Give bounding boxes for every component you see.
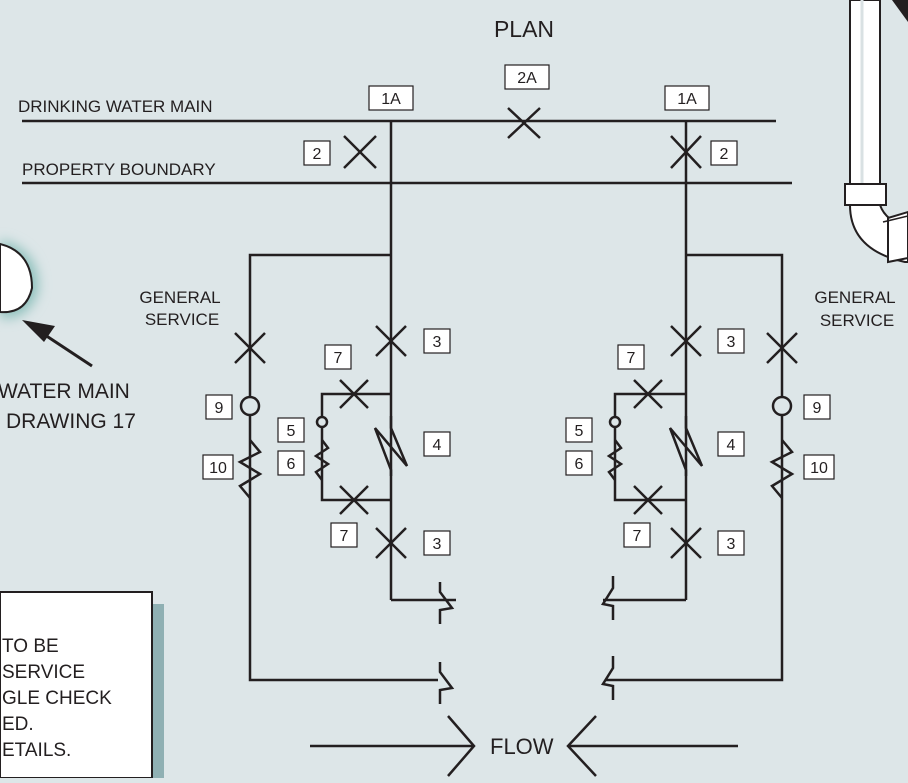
check-6-right [606, 439, 624, 481]
flow-arrows [310, 715, 738, 777]
test-cock-5-left [315, 415, 329, 429]
tag-10-left: 10 [209, 460, 227, 477]
tag-7-left-top: 7 [334, 350, 343, 367]
tag-5-right: 5 [575, 423, 584, 440]
tag-6-right: 6 [575, 456, 584, 473]
valve-7-left-bottom [339, 485, 369, 515]
tag-10-right: 10 [810, 460, 828, 477]
tag-3-right-bottom: 3 [727, 536, 736, 553]
tag-3-left-top: 3 [433, 334, 442, 351]
tag-1A-left: 1A [381, 91, 401, 108]
check-10-right [769, 439, 795, 499]
valve-7-right-bottom [633, 485, 663, 515]
tag-7-right-bottom: 7 [633, 528, 642, 545]
tag-3-right-top: 3 [727, 334, 736, 351]
pipe-fitting-graphic [844, 0, 908, 264]
general-service-left-line1: GENERAL [139, 288, 220, 307]
valve-3-right-top [670, 325, 702, 357]
tag-labels: 1A 2A 1A 2 2 3 3 7 7 9 9 5 5 4 4 6 6 10 … [209, 70, 828, 553]
check-10-left [237, 439, 263, 499]
callout-bubble [0, 240, 39, 319]
meter-9-left [239, 395, 261, 417]
tag-9-left: 9 [215, 400, 224, 417]
valve-general-left [234, 332, 266, 364]
valve-7-left-top [339, 379, 369, 409]
note-line-2: SERVICE [2, 662, 85, 683]
valve-2-right [670, 135, 702, 169]
tag-7-left-bottom: 7 [340, 528, 349, 545]
tag-7-right-top: 7 [627, 350, 636, 367]
note-box [0, 591, 164, 779]
check-valve-symbols [237, 416, 795, 499]
callout-text-line2: DRAWING 17 [6, 410, 136, 433]
valve-symbols [234, 107, 798, 559]
valve-7-right-top [633, 379, 663, 409]
callout-text-line1: WATER MAIN [0, 380, 130, 403]
callout-arrow [22, 320, 93, 368]
valve-general-right [766, 332, 798, 364]
tag-1A-right: 1A [677, 91, 697, 108]
note-line-4: ED. [2, 714, 34, 735]
note-line-5: ETAILS. [2, 740, 71, 761]
general-service-right-line1: GENERAL [814, 288, 895, 307]
valve-3-left-bottom [375, 527, 407, 559]
device-4-left [373, 416, 409, 476]
meter-9-right [771, 395, 793, 417]
tag-6-left: 6 [287, 456, 296, 473]
tag-3-left-bottom: 3 [433, 536, 442, 553]
tag-boxes [202, 64, 835, 556]
plan-title: PLAN [494, 16, 554, 42]
tag-2A: 2A [517, 70, 537, 87]
valve-2A [507, 107, 541, 139]
meter-symbols [239, 395, 793, 429]
tag-2-left: 2 [313, 146, 322, 163]
piping [248, 121, 784, 682]
tag-9-right: 9 [813, 400, 822, 417]
note-line-3: GLE CHECK [2, 688, 112, 709]
main-lines [22, 119, 792, 185]
drinking-water-main-label: DRINKING WATER MAIN [18, 97, 213, 116]
tag-5-left: 5 [287, 423, 296, 440]
tag-4-right: 4 [727, 437, 736, 454]
general-service-left-line2: SERVICE [145, 310, 219, 329]
valve-2-left [343, 135, 377, 169]
flow-label: FLOW [490, 734, 554, 759]
check-6-left [313, 439, 331, 481]
property-boundary-label: PROPERTY BOUNDARY [22, 160, 216, 179]
test-cock-5-right [608, 415, 622, 429]
pipe-break-symbols [438, 576, 615, 704]
valve-3-right-bottom [670, 527, 702, 559]
device-4-right [668, 416, 704, 476]
valve-3-left-top [375, 325, 407, 357]
tag-2-right: 2 [720, 146, 729, 163]
note-line-1: TO BE [2, 636, 59, 657]
general-service-right-line2: SERVICE [820, 311, 894, 330]
tag-4-left: 4 [433, 437, 442, 454]
